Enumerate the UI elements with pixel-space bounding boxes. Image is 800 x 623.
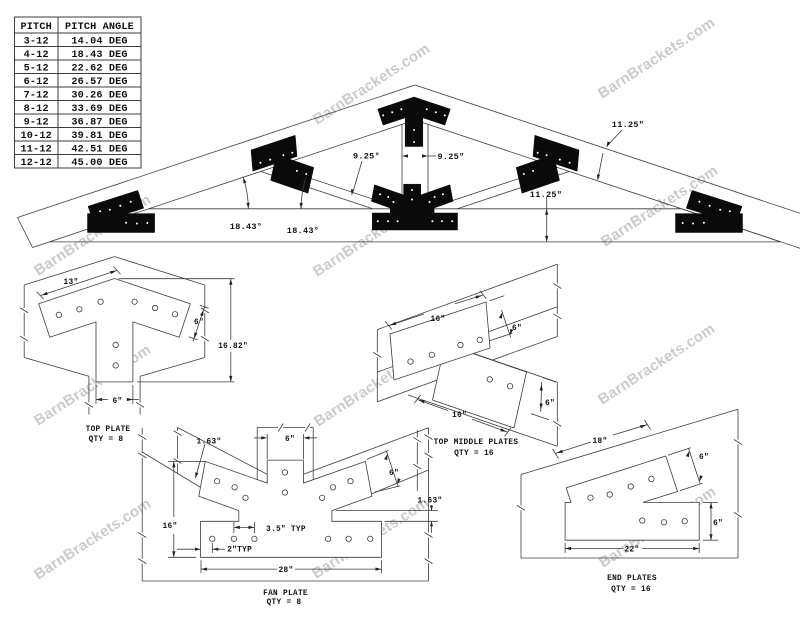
svg-text:14.04 DEG: 14.04 DEG: [71, 37, 127, 48]
svg-text:6″: 6″: [285, 436, 295, 444]
svg-text:11-12: 11-12: [21, 144, 52, 155]
svg-text:QTY = 8: QTY = 8: [267, 599, 302, 607]
svg-text:18.43°: 18.43°: [287, 226, 319, 236]
svg-text:QTY = 16: QTY = 16: [611, 586, 651, 594]
svg-text:16.82″: 16.82″: [218, 343, 248, 351]
svg-text:11.25″: 11.25″: [612, 120, 644, 130]
svg-text:PITCH ANGLE: PITCH ANGLE: [65, 22, 134, 33]
svg-text:1.63″: 1.63″: [418, 498, 443, 506]
svg-text:TOP MIDDLE PLATES: TOP MIDDLE PLATES: [434, 439, 519, 447]
svg-text:6-12: 6-12: [24, 77, 49, 88]
svg-text:22.62 DEG: 22.62 DEG: [71, 64, 127, 75]
svg-text:FAN PLATE: FAN PLATE: [263, 590, 308, 598]
svg-text:END PLATES: END PLATES: [607, 575, 657, 583]
svg-text:3.5″ TYP: 3.5″ TYP: [266, 526, 306, 534]
svg-text:QTY = 8: QTY = 8: [89, 436, 124, 444]
svg-text:6″: 6″: [545, 400, 555, 408]
svg-text:10-12: 10-12: [21, 131, 52, 142]
svg-text:18″: 18″: [593, 438, 608, 446]
svg-text:16″: 16″: [452, 412, 467, 420]
svg-text:6″: 6″: [699, 454, 709, 462]
svg-text:26.57 DEG: 26.57 DEG: [71, 77, 127, 88]
svg-text:QTY = 16: QTY = 16: [454, 450, 494, 458]
svg-text:4-12: 4-12: [24, 50, 49, 61]
svg-text:5-12: 5-12: [24, 64, 49, 75]
svg-text:9.25°: 9.25°: [353, 152, 380, 162]
svg-text:8-12: 8-12: [24, 104, 49, 115]
svg-text:39.81 DEG: 39.81 DEG: [71, 131, 127, 142]
svg-text:2″TYP: 2″TYP: [227, 547, 252, 555]
svg-text:30.26 DEG: 30.26 DEG: [71, 91, 127, 102]
svg-text:9.25″: 9.25″: [437, 152, 464, 162]
svg-text:PITCH: PITCH: [21, 22, 52, 33]
svg-text:6″: 6″: [512, 325, 522, 333]
svg-text:36.87 DEG: 36.87 DEG: [71, 118, 127, 129]
svg-text:3-12: 3-12: [24, 37, 49, 48]
svg-text:28″: 28″: [279, 567, 294, 575]
svg-text:45.00 DEG: 45.00 DEG: [71, 158, 127, 169]
svg-text:16″: 16″: [163, 523, 178, 531]
svg-text:9-12: 9-12: [24, 118, 49, 129]
svg-text:11.25″: 11.25″: [530, 190, 562, 200]
svg-text:7-12: 7-12: [24, 91, 49, 102]
svg-text:6″: 6″: [113, 398, 123, 406]
svg-text:18.43°: 18.43°: [230, 222, 262, 232]
svg-text:6″: 6″: [713, 520, 723, 528]
svg-text:13″: 13″: [64, 279, 79, 287]
svg-text:12-12: 12-12: [21, 158, 52, 169]
svg-text:42.51 DEG: 42.51 DEG: [71, 144, 127, 155]
svg-text:16″: 16″: [431, 316, 446, 324]
svg-text:18.43 DEG: 18.43 DEG: [71, 50, 127, 61]
svg-text:22″: 22″: [625, 547, 640, 555]
svg-text:TOP PLATE: TOP PLATE: [86, 426, 131, 434]
svg-text:1.63″: 1.63″: [197, 439, 222, 447]
svg-text:33.69 DEG: 33.69 DEG: [71, 104, 127, 115]
